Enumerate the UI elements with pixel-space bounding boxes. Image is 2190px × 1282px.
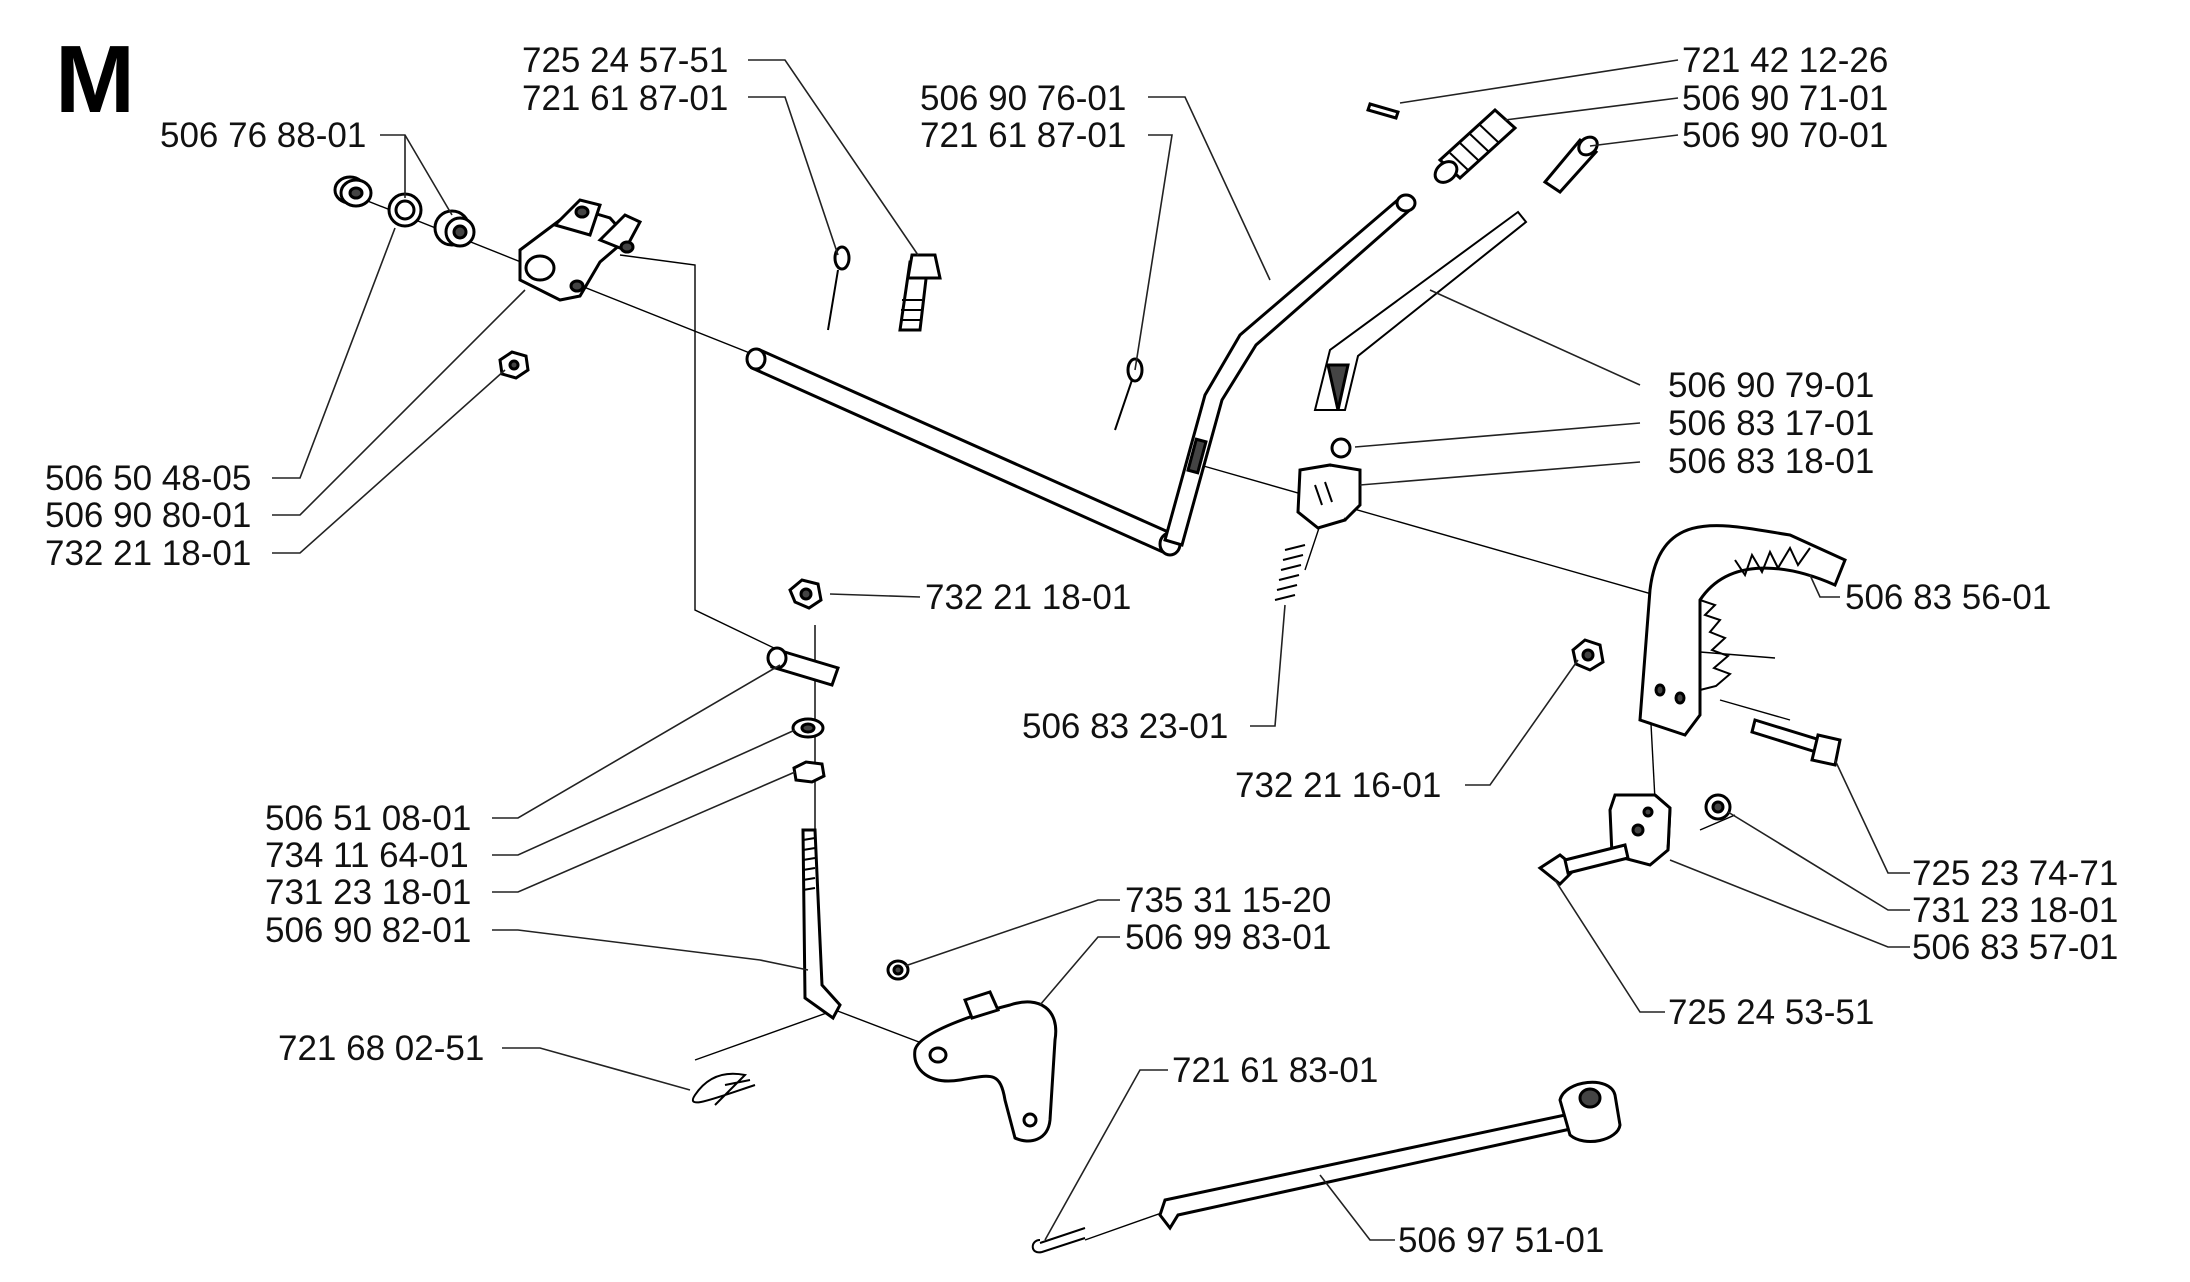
washer-lower xyxy=(886,959,910,981)
arm-bracket xyxy=(913,990,1058,1143)
section-letter: M xyxy=(55,26,135,133)
link-rod xyxy=(1158,1080,1622,1231)
part-label: 725 24 53-51 xyxy=(1668,993,1874,1032)
part-label: 721 42 12-26 xyxy=(1682,41,1888,80)
part-number-labels: 725 24 57-51 721 61 87-01 506 90 76-01 7… xyxy=(45,41,2118,1260)
handle-grip xyxy=(1433,107,1518,184)
part-label: 731 23 18-01 xyxy=(265,873,471,912)
detent-parts xyxy=(1274,437,1362,601)
part-label: 721 68 02-51 xyxy=(278,1029,484,1068)
segment-plate xyxy=(1638,524,1847,737)
part-label: 506 90 79-01 xyxy=(1668,366,1874,405)
part-label: 506 97 51-01 xyxy=(1398,1221,1604,1260)
top-pin xyxy=(1366,102,1400,120)
link-pin xyxy=(766,646,840,687)
main-shaft xyxy=(745,347,1182,557)
part-label: 721 61 87-01 xyxy=(920,116,1126,155)
part-label: 732 21 16-01 xyxy=(1235,766,1441,805)
nut-middle xyxy=(788,578,823,610)
part-label: 506 76 88-01 xyxy=(160,116,366,155)
part-label: 506 90 76-01 xyxy=(920,79,1126,118)
part-label: 506 83 56-01 xyxy=(1845,578,2051,617)
block-bolt xyxy=(1537,843,1630,887)
shaft-bolt xyxy=(898,253,942,332)
leader-lines xyxy=(272,59,1910,1241)
nut-segment xyxy=(1571,638,1605,672)
part-label: 721 61 87-01 xyxy=(522,79,728,118)
part-label: 735 31 15-20 xyxy=(1125,881,1331,920)
part-label: 506 83 57-01 xyxy=(1912,928,2118,967)
part-label: 506 50 48-05 xyxy=(45,459,251,498)
part-label: 732 21 18-01 xyxy=(925,578,1131,617)
bracket xyxy=(518,198,643,302)
part-label: 721 61 83-01 xyxy=(1172,1051,1378,1090)
part-label: 506 90 70-01 xyxy=(1682,116,1888,155)
part-label: 506 90 82-01 xyxy=(265,911,471,950)
part-label: 725 23 74-71 xyxy=(1912,854,2118,893)
part-label: 506 51 08-01 xyxy=(265,799,471,838)
part-label: 506 83 23-01 xyxy=(1022,707,1228,746)
part-label: 731 23 18-01 xyxy=(1912,891,2118,930)
threaded-rod xyxy=(801,828,842,1021)
sleeve xyxy=(1542,135,1599,194)
part-label: 725 24 57-51 xyxy=(522,41,728,80)
hair-pin-clip xyxy=(692,1072,756,1106)
part-label: 506 83 18-01 xyxy=(1668,442,1874,481)
nut-upper xyxy=(498,350,530,380)
rod xyxy=(1313,210,1528,411)
washer-nut-stack xyxy=(791,717,826,784)
part-label: 506 90 71-01 xyxy=(1682,79,1888,118)
bent-lever xyxy=(1163,193,1417,547)
part-label: 506 83 17-01 xyxy=(1668,404,1874,443)
nut-block xyxy=(1704,793,1732,821)
part-label: 732 21 18-01 xyxy=(45,534,251,573)
segment-bolt xyxy=(1750,718,1842,767)
part-label: 734 11 64-01 xyxy=(265,836,469,875)
part-drawings xyxy=(333,102,1847,1254)
part-label: 506 90 80-01 xyxy=(45,496,251,535)
link-cotter-pin xyxy=(1031,1227,1086,1254)
part-label: 506 99 83-01 xyxy=(1125,918,1331,957)
